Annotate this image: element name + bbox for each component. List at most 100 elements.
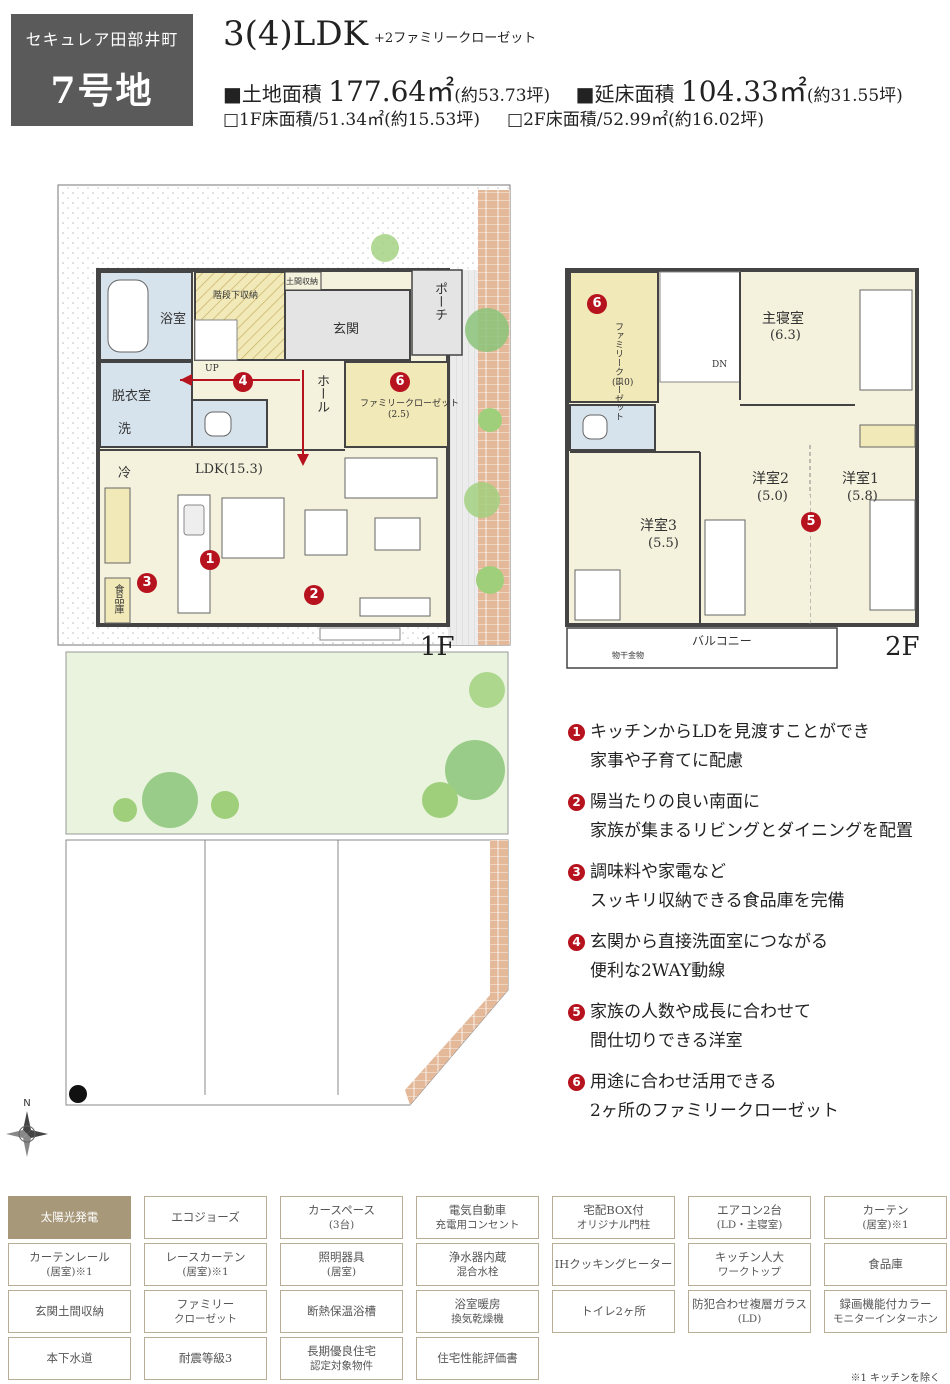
property-badge: セキュレア田部井町 7号地 [11,14,193,126]
house-1f [96,268,463,641]
feature-item: 1 キッチンからLDを見渡すことができ 家事や子育てに配慮 [568,718,948,776]
amenity-item: 浴室暖房換気乾燥機 [416,1290,539,1333]
feature-line1: 用途に合わせ活用できる [590,1072,777,1092]
room-dressing: 脱衣室 [112,389,152,404]
land-area-value: 177.64㎡ [328,75,455,108]
land-area-label: ■土地面積 [223,82,322,106]
amenity-item: 浄水器内蔵混合水栓 [416,1243,539,1286]
room-hall: ホール [314,374,329,413]
room-western2-size: (5.0) [757,489,788,504]
feature-number: 3 [568,864,585,881]
amenity-item: エコジョーズ [144,1196,267,1239]
amenity-item: 宅配BOX付オリジナル門柱 [552,1196,675,1239]
room-bath: 浴室 [160,312,187,327]
amenity-line2: (3台) [328,1218,355,1231]
feature-line2: 2ヶ所のファミリークローゼット [590,1101,839,1121]
house-2f [565,268,919,669]
amenity-line2: ワークトップ [718,1265,781,1278]
feature-line2: 家族が集まるリビングとダイニングを配置 [590,821,913,841]
fridge: 冷 [118,466,132,481]
feature-line1: キッチンからLDを見渡すことができ [590,722,870,742]
amenity-line1: 玄関土間収納 [35,1304,104,1318]
feature-line2: 便利な2WAY動線 [590,961,726,981]
footnote: ※1 キッチンを除く [850,1373,940,1384]
amenity-line1: レースカーテン [165,1249,246,1264]
amenity-item: 玄関土間収納 [8,1290,131,1333]
amenity-line1: 防犯合わせ複層ガラス [692,1296,807,1311]
amenity-line2: (LD・主寝室) [716,1218,783,1231]
floor-label-1f: 1F [420,632,455,662]
amenity-line1: 食品庫 [868,1257,903,1271]
room-western1: 洋室1 [842,471,879,487]
amenity-line1: 浄水器内蔵 [448,1249,507,1264]
floor-plan-drawing [57,184,919,1106]
amenity-item: 太陽光発電 [8,1196,131,1239]
room-stair-storage: 階段下収納 [213,291,259,301]
amenity-item: 断熱保温浴槽 [280,1290,403,1333]
amenity-line1: 耐震等級3 [178,1351,233,1365]
marker-5: 5 [801,512,821,532]
plan-type-sub: +2ファミリークローゼット [374,30,537,46]
feature-line1: 玄関から直接洗面室につながる [590,932,828,952]
room-family-closet-1f-size: (2.5) [388,410,410,420]
floor1-area: □1F床面積/51.34㎡(約15.53坪) [223,110,481,130]
amenity-item: 本下水道 [8,1337,131,1380]
amenity-line2: 換気乾燥機 [451,1312,504,1325]
room-family-closet-2f: ファミリークローゼット [613,322,623,421]
amenity-item: 長期優良住宅認定対象物件 [280,1337,403,1380]
room-porch: ポーチ [432,282,447,321]
amenity-line2: (居室)※1 [46,1265,93,1278]
amenity-item: 耐震等級3 [144,1337,267,1380]
amenity-item: カーテンレール(居室)※1 [8,1243,131,1286]
amenity-item: キッチン人大ワークトップ [688,1243,811,1286]
amenity-line2: (居室) [326,1265,357,1278]
amenity-line2: 充電用コンセント [435,1218,520,1231]
marker-6-1f: 6 [390,372,410,392]
compass-north-label: N [23,1098,31,1109]
room-master: 主寝室 [762,311,804,327]
stairs-up: UP [205,364,219,374]
room-western3-size: (5.5) [648,536,679,551]
marker-3: 3 [137,573,157,593]
feature-line2: 間仕切りできる洋室 [590,1031,743,1051]
marker-6-2f: 6 [587,294,607,314]
amenity-line2: (居室)※1 [862,1218,909,1231]
amenity-line1: 照明器具 [318,1249,365,1264]
room-western3: 洋室3 [640,518,677,534]
trees [113,234,509,828]
area-row: ■土地面積 177.64㎡(約53.73坪) ■延床面積 104.33㎡(約31… [223,70,903,110]
amenity-line2: クローゼット [174,1312,237,1325]
floor2-area: □2F床面積/52.99㎡(約16.02坪) [507,110,765,130]
feature-list: 1 キッチンからLDを見渡すことができ 家事や子育てに配慮 2 陽当たりの良い南… [568,718,948,1138]
feature-item: 2 陽当たりの良い南面に 家族が集まるリビングとダイニングを配置 [568,788,948,846]
feature-number: 6 [568,1074,585,1091]
feature-number: 5 [568,1004,585,1021]
floor-area-row: □1F床面積/51.34㎡(約15.53坪) □2F床面積/52.99㎡(約16… [223,105,764,130]
amenity-line1: 断熱保温浴槽 [307,1304,376,1318]
feature-line2: 家事や子育てに配慮 [590,751,743,771]
drying-rack: 物干金物 [612,651,644,660]
amenity-line1: 浴室暖房 [454,1296,501,1311]
amenity-line1: カーテン [862,1202,909,1217]
feature-item: 6 用途に合わせ活用できる 2ヶ所のファミリークローゼット [568,1068,948,1126]
plan-type: 3(4)LDK +2ファミリークローゼット [223,14,536,54]
room-ldk: LDK(15.3) [195,462,263,477]
amenity-line1: 住宅性能評価書 [437,1351,518,1365]
amenity-line1: 本下水道 [46,1351,93,1365]
amenity-item: 住宅性能評価書 [416,1337,539,1380]
feature-line1: 陽当たりの良い南面に [590,792,760,812]
feature-line1: 調味料や家電など [590,862,726,882]
amenity-line1: トイレ2ヶ所 [581,1304,646,1318]
amenity-item: カースペース(3台) [280,1196,403,1239]
feature-number: 2 [568,794,585,811]
amenity-line1: IHクッキングヒーター [554,1257,673,1271]
total-floor-area-label: ■延床面積 [575,82,675,106]
feature-item: 5 家族の人数や成長に合わせて 間仕切りできる洋室 [568,998,948,1056]
amenity-line1: エアコン2台 [717,1202,782,1217]
feature-line1: 家族の人数や成長に合わせて [590,1002,811,1022]
amenity-item: 録画機能付カラーモニターインターホン [824,1290,947,1333]
lot-number: 7号地 [50,70,154,112]
plan-type-main: 3(4)LDK [223,14,369,54]
amenity-item: カーテン(居室)※1 [824,1196,947,1239]
amenity-item: 防犯合わせ複層ガラス(LD) [688,1290,811,1333]
